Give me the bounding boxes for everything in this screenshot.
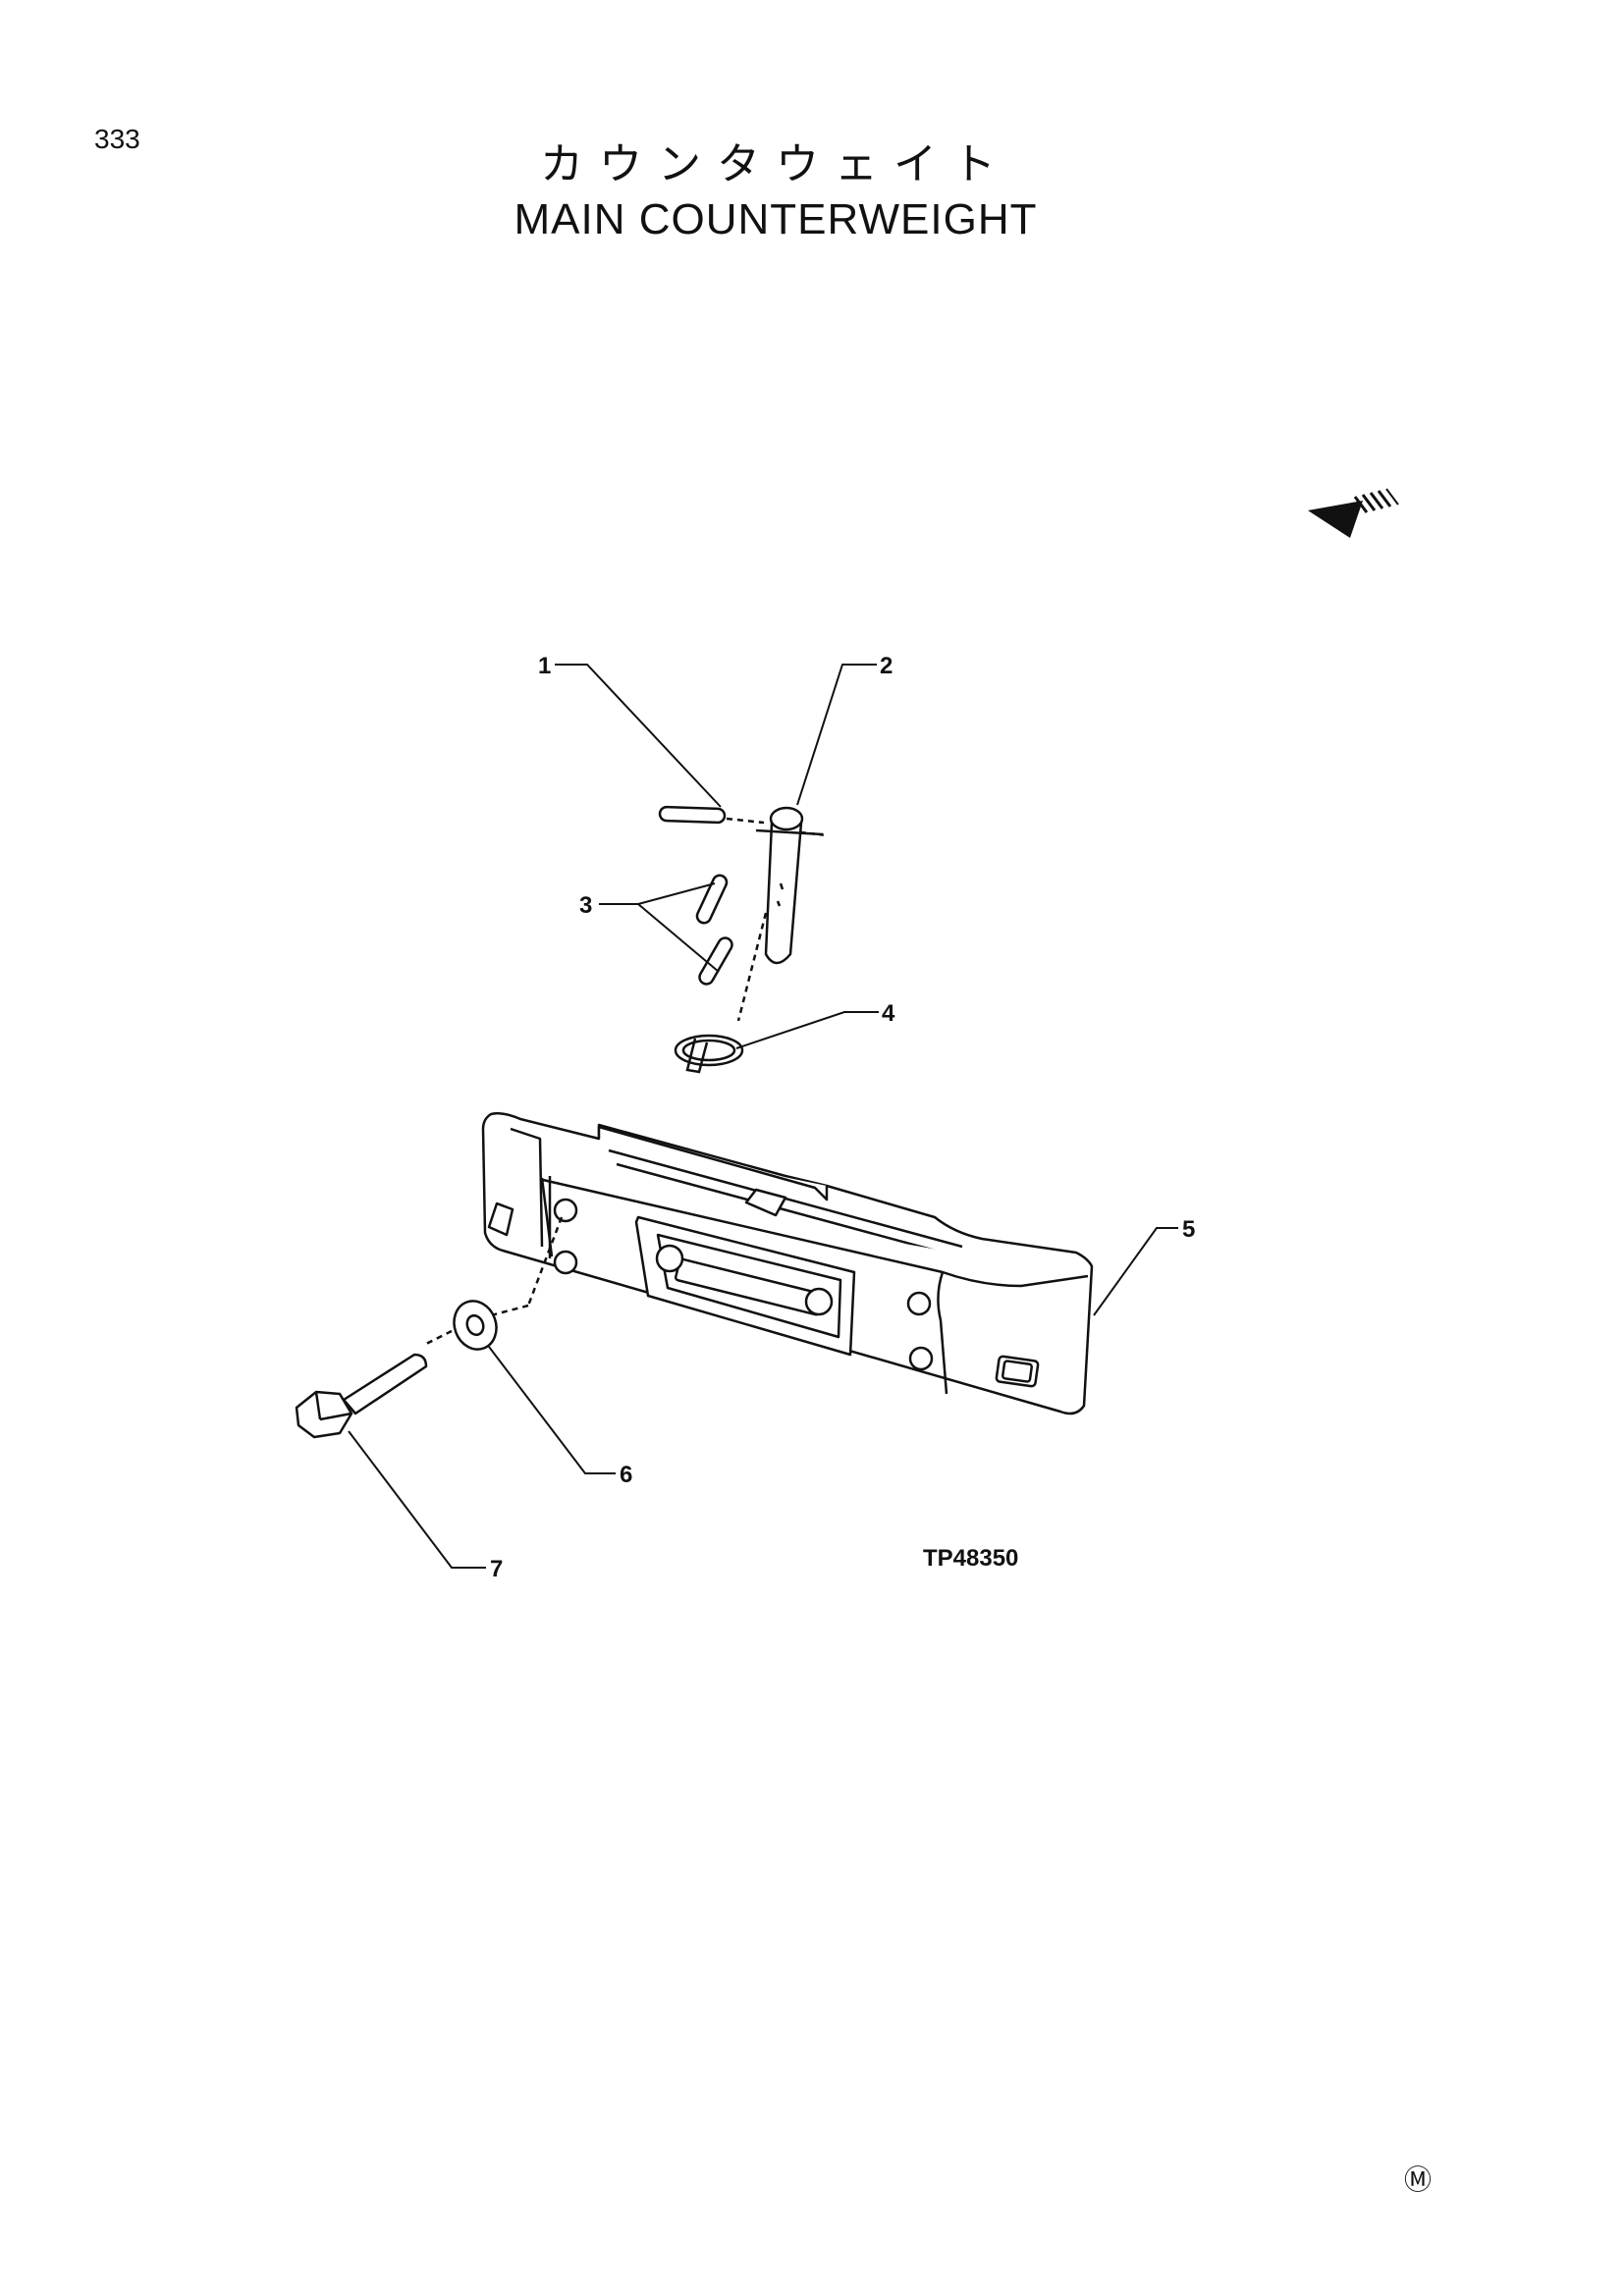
callout-5: 5 bbox=[1182, 1216, 1195, 1243]
callout-4: 4 bbox=[882, 1000, 895, 1027]
title-english: MAIN COUNTERWEIGHT bbox=[514, 195, 1038, 243]
part-6-washer bbox=[423, 1300, 498, 1351]
corner-mark: Ⓜ bbox=[1404, 2163, 1432, 2196]
callout-1: 1 bbox=[538, 653, 551, 679]
callout-2: 2 bbox=[880, 653, 893, 679]
leader-lines bbox=[348, 664, 1178, 1569]
drawing-code: TP48350 bbox=[923, 1545, 1018, 1572]
page-number: 333 bbox=[94, 124, 140, 154]
part-3-roll-pins bbox=[695, 874, 733, 986]
part-2-main-pin bbox=[736, 806, 828, 1022]
part-4-lock-ring bbox=[674, 1034, 744, 1074]
part-7-bolt bbox=[295, 1353, 428, 1439]
direction-arrow-icon bbox=[1308, 488, 1399, 538]
callout-7: 7 bbox=[490, 1556, 503, 1582]
callout-6: 6 bbox=[620, 1462, 632, 1488]
callout-3: 3 bbox=[579, 892, 592, 919]
part-5-counterweight bbox=[481, 1111, 1094, 1415]
title-block: カウンタウェイト MAIN COUNTERWEIGHT bbox=[0, 137, 1551, 247]
title-japanese: カウンタウェイト bbox=[540, 139, 1011, 189]
part-1-pin bbox=[658, 805, 765, 825]
